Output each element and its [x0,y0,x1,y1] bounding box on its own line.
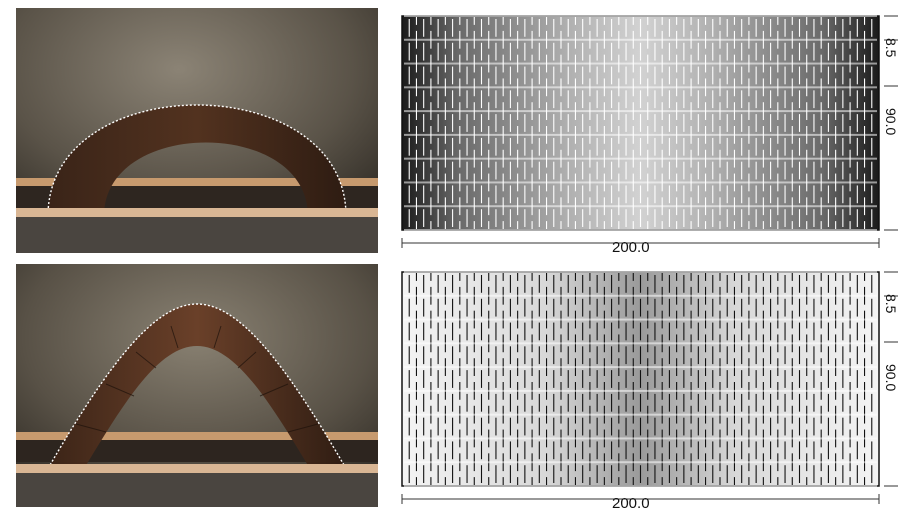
kerf-pattern-top-drawing [401,15,898,248]
slot-dimension-label: 8.5 [883,294,899,314]
kerf-bridge [404,38,877,41]
kerf-bridge [404,205,877,208]
arch-photo-pointed-drawing [16,264,378,507]
kerf-bridge [404,110,877,113]
kerf-pattern-bottom-drawing [401,271,898,504]
kerf-pattern-bottom: 200.0 8.5 90.0 [398,264,903,514]
kerf-bridge [404,181,877,184]
slot-dimension-label: 8.5 [883,38,899,58]
height-dimension-label: 90.0 [883,364,899,392]
kerf-bridge [404,62,877,65]
height-dimension-label: 90.0 [883,108,899,136]
dimension-lines [401,15,898,248]
width-dimension-label: 200.0 [612,239,650,256]
kerf-bridge [404,342,877,345]
arch-photo-semicircular-drawing [16,8,378,253]
kerf-bridge [404,294,877,297]
kerf-bridge [404,271,877,273]
arch-photo-pointed [16,264,378,507]
kerf-bridge [404,413,877,416]
arch-photo-semicircular [16,8,378,253]
kerf-cut-lines [404,271,877,487]
kerf-bridge [404,157,877,160]
kerf-bridge [404,86,877,89]
kerf-cut-lines [404,15,877,231]
dimension-lines [401,271,898,504]
kerf-bridge [404,485,877,487]
kerf-bridge [404,133,877,136]
kerf-bridge [404,437,877,440]
kerf-bridge [404,318,877,321]
kerf-bridge [404,229,877,231]
kerf-bridge [404,389,877,392]
kerf-bridge [404,15,877,17]
kerf-pattern-top: 200.0 8.5 90.0 [398,8,903,258]
width-dimension-label: 200.0 [612,495,650,512]
kerf-bridge [404,366,877,369]
kerf-bridge [404,461,877,464]
